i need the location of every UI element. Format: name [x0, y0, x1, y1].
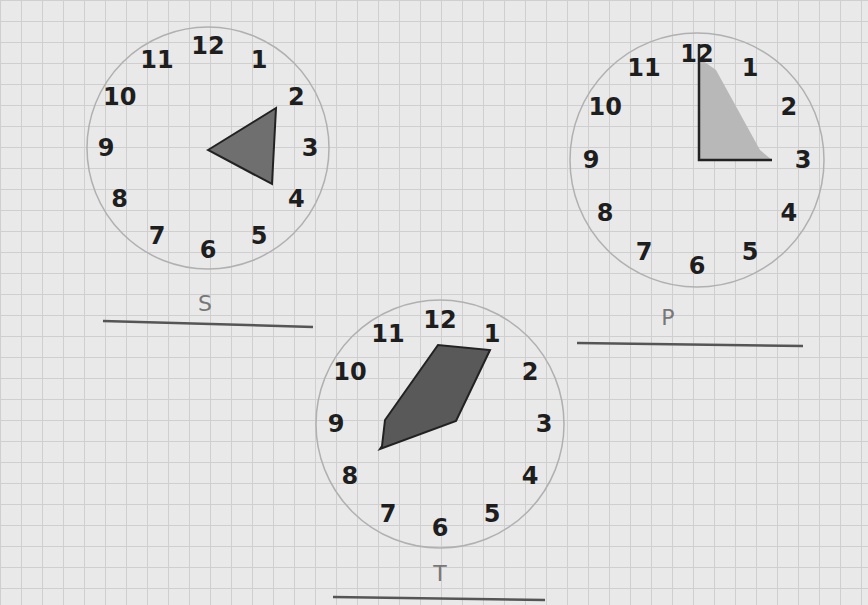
clock-number: 1: [484, 322, 501, 346]
clock-number: 12: [191, 34, 224, 58]
clock-outline: [85, 25, 331, 271]
clock-number: 10: [103, 85, 136, 109]
clock-number: 6: [689, 254, 706, 278]
clock-number: 6: [432, 516, 449, 540]
answer-letter: S: [198, 293, 212, 315]
clock-number: 7: [149, 224, 166, 248]
answer-letter: T: [433, 563, 446, 585]
clock-number: 9: [328, 412, 345, 436]
clock-number: 2: [288, 85, 305, 109]
clock-number: 7: [380, 502, 397, 526]
clock-number: 8: [342, 464, 359, 488]
shaded-sector: [699, 58, 772, 160]
clock-number: 8: [111, 187, 128, 211]
answer-letter: P: [661, 307, 674, 329]
clock-number: 6: [200, 238, 217, 262]
clock-number: 3: [302, 136, 319, 160]
clock-number: 3: [536, 412, 553, 436]
clock-outline: [314, 298, 566, 550]
clock-number: 5: [742, 240, 759, 264]
clock-number: 1: [742, 56, 759, 80]
clock-number: 4: [522, 464, 539, 488]
clock-circle: [87, 27, 329, 269]
clock-number: 4: [780, 201, 797, 225]
clock-number: 5: [484, 502, 501, 526]
clock-circle: [316, 300, 564, 548]
clock-number: 9: [583, 148, 600, 172]
clock-face: 12 12 3 45 6 78 9 1011: [568, 31, 826, 289]
clock-number: 2: [780, 95, 797, 119]
shaded-sector: [208, 108, 276, 184]
clock-number: 9: [98, 136, 115, 160]
clock-number: 8: [597, 201, 614, 225]
clock-number: 10: [333, 360, 366, 384]
clock-number: 4: [288, 187, 305, 211]
clock-face: 12 12 3 45 6 78 9 1011: [85, 25, 331, 271]
clock-number: 3: [795, 148, 812, 172]
clock-number: 5: [251, 224, 268, 248]
clock-number: 11: [140, 48, 173, 72]
clock-number: 7: [636, 240, 653, 264]
clock-number: 11: [627, 56, 660, 80]
clock-number: 2: [522, 360, 539, 384]
clock-number: 12: [423, 308, 456, 332]
clock-circle: [570, 33, 824, 287]
clock-face: 12 12 3 45 6 78 9 1011: [314, 298, 566, 550]
clock-number: 11: [371, 322, 404, 346]
shaded-sector: [380, 345, 490, 449]
answer-line: [333, 597, 545, 600]
answer-line: [103, 321, 313, 327]
clock-outline: [568, 31, 826, 289]
answer-line: [577, 343, 803, 346]
clock-number: 1: [251, 48, 268, 72]
clock-number: 12: [680, 42, 713, 66]
clock-number: 10: [588, 95, 621, 119]
